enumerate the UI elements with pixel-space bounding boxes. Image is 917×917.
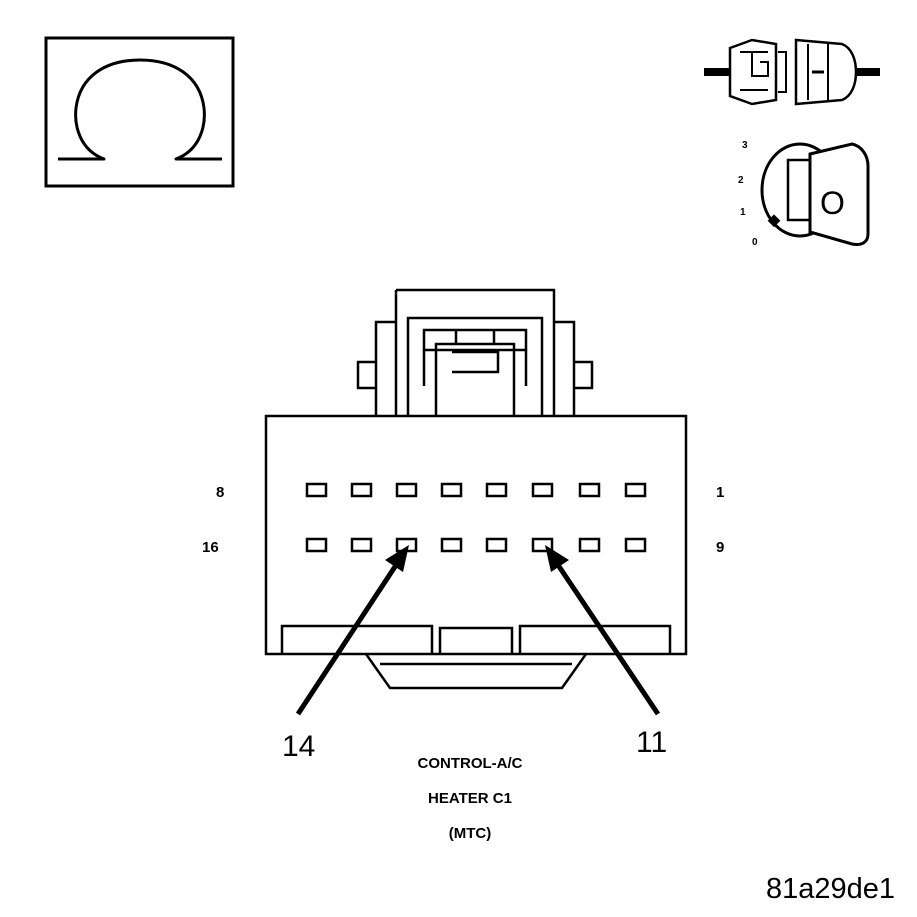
arrow-pin-11 — [549, 554, 661, 716]
callout-11: 11 — [636, 726, 667, 759]
arrowhead-pin-14 — [385, 545, 409, 572]
ignition-position-0: 0 — [752, 237, 758, 248]
connector-caption-line1: CONTROL-A/C — [418, 755, 523, 772]
figure-id: 81a29de1 — [766, 873, 895, 905]
pin-row-bottom — [305, 537, 647, 553]
pin-cavities — [305, 482, 647, 553]
connector-body — [264, 288, 688, 690]
pin-label-8: 8 — [216, 484, 224, 501]
callout-14: 14 — [282, 730, 315, 763]
pin-label-1: 1 — [716, 484, 724, 501]
connector-caption-line2: HEATER C1 — [428, 790, 512, 807]
pin-row-top — [305, 482, 647, 498]
connector-caption-line3: (MTC) — [449, 825, 491, 842]
key-off-letter: O — [820, 185, 845, 221]
ohmmeter-icon — [44, 36, 235, 188]
pin-label-16: 16 — [202, 539, 219, 556]
ignition-position-2: 2 — [738, 175, 744, 186]
disconnected-connector-icon — [704, 38, 880, 106]
arrow-pin-14 — [295, 554, 405, 716]
arrowhead-pin-11 — [545, 545, 569, 572]
ignition-key-off-icon: 3 2 1 0 O — [738, 140, 870, 248]
ignition-position-3: 3 — [742, 140, 748, 151]
callout-arrows — [295, 545, 661, 716]
pin-label-9: 9 — [716, 539, 724, 556]
ignition-position-1: 1 — [740, 207, 746, 218]
